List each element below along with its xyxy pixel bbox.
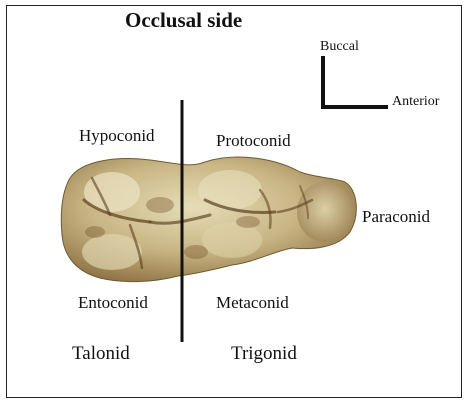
buccal-label: Buccal	[320, 40, 359, 54]
entoconid-label: Entoconid	[78, 294, 148, 311]
anterior-label: Anterior	[392, 95, 439, 109]
paraconid-cusp	[297, 182, 353, 242]
protoconid-cusp	[198, 170, 262, 210]
protoconid-label: Protoconid	[216, 132, 291, 149]
talonid-label: Talonid	[72, 344, 130, 363]
metaconid-label: Metaconid	[216, 294, 289, 311]
trigonid-label: Trigonid	[231, 344, 297, 363]
figure-title: Occlusal side	[125, 10, 242, 31]
paraconid-label: Paraconid	[362, 208, 430, 225]
entoconid-cusp	[82, 234, 142, 270]
hypoconid-label: Hypoconid	[79, 127, 155, 144]
